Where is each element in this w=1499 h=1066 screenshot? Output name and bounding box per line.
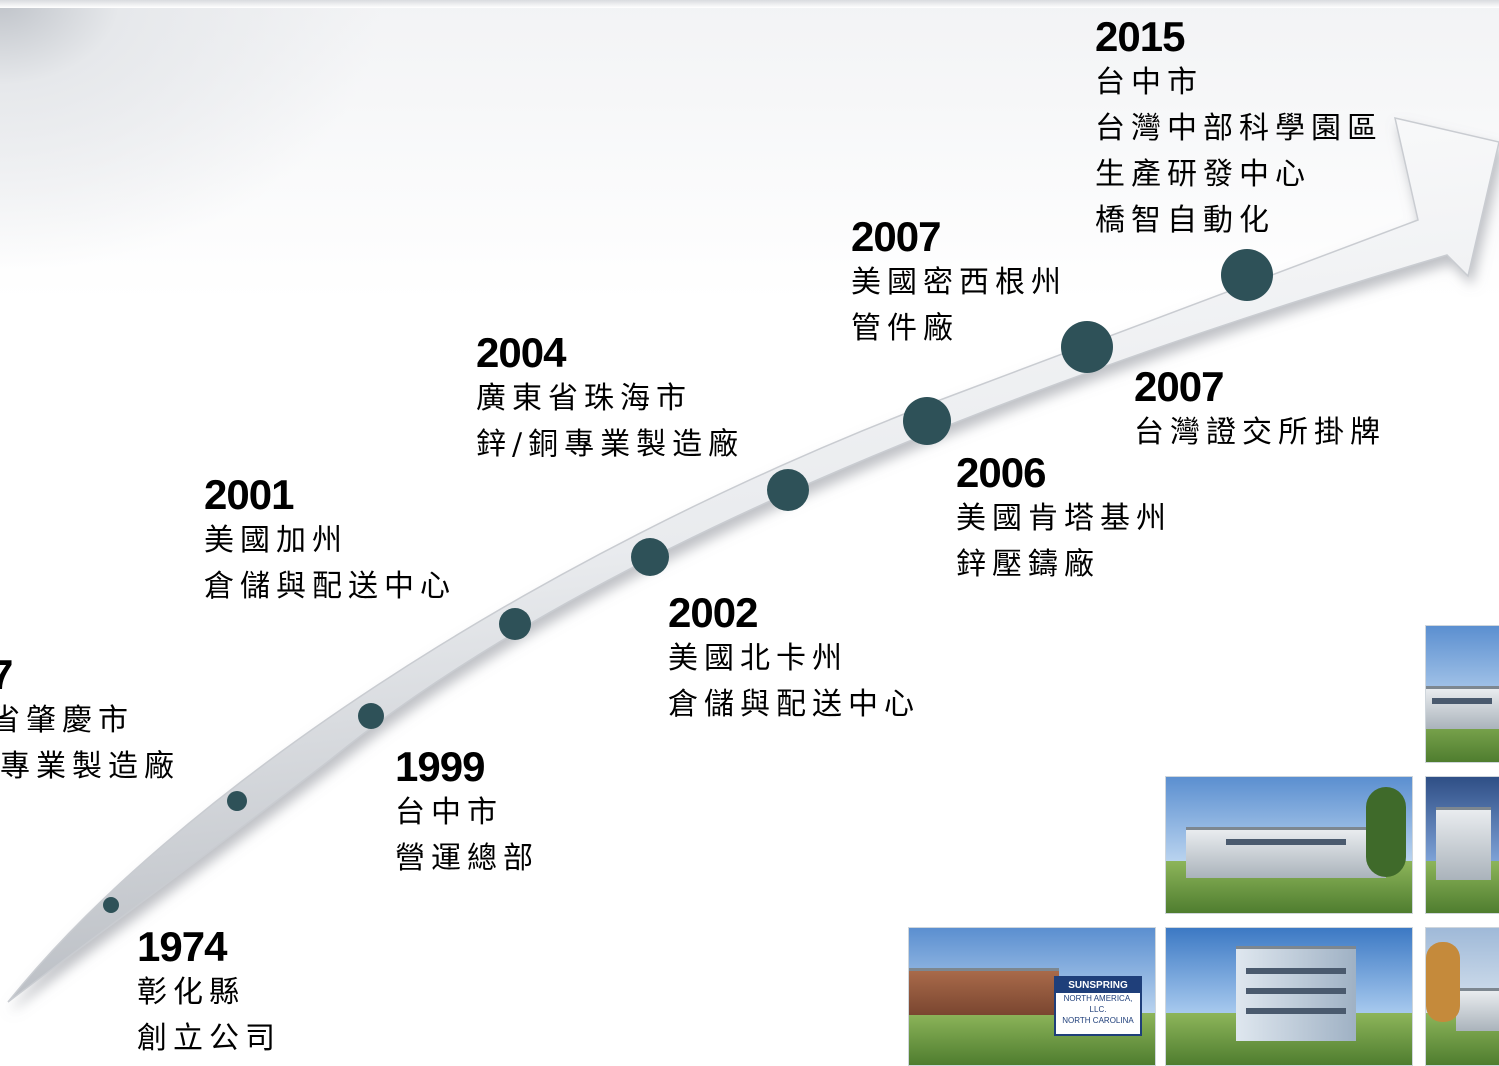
milestone-dot (103, 897, 119, 913)
event-year: 2004 (476, 329, 566, 376)
event-line: 省肇慶市 (0, 703, 134, 738)
milestone-dot (903, 397, 951, 445)
event-line: 鋅/銅專業製造廠 (476, 427, 745, 462)
sign-line-1: NORTH AMERICA, LLC. (1063, 994, 1133, 1014)
event-year: 2006 (956, 449, 1046, 496)
event-year: 2015 (1095, 13, 1185, 60)
photo-warehouse-kentucky (1166, 777, 1412, 913)
event-year: 2007 (851, 213, 941, 260)
event-1999: 1999 台中市 營運總部 (395, 744, 539, 882)
event-2001: 2001 美國加州 倉儲與配送中心 (204, 472, 456, 610)
photo-right-middle (1426, 777, 1499, 913)
photo-bottom-right (1426, 928, 1499, 1065)
sunspring-sign: SUNSPRING NORTH AMERICA, LLC. NORTH CARO… (1054, 976, 1142, 1036)
photo-sunspring-north-carolina: SUNSPRING NORTH AMERICA, LLC. NORTH CARO… (909, 928, 1155, 1065)
event-line: 美國密西根州 (851, 265, 1067, 300)
event-line: 台中市 (395, 795, 503, 830)
event-year: 1999 (395, 743, 485, 790)
event-year: 2001 (204, 471, 294, 518)
event-year: 2002 (668, 589, 758, 636)
event-year: 2007 (1134, 363, 1224, 410)
milestone-dot (1061, 321, 1113, 373)
event-line: 彰化縣 (137, 975, 245, 1010)
event-line: 台中市 (1095, 65, 1203, 100)
event-line: 橋智自動化 (1095, 203, 1275, 238)
event-line: 廣東省珠海市 (476, 381, 692, 416)
event-2004: 2004 廣東省珠海市 鋅/銅專業製造廠 (476, 330, 744, 468)
event-line: 管件廠 (851, 311, 959, 346)
milestone-dots (103, 249, 1273, 913)
event-1974: 1974 彰化縣 創立公司 (137, 924, 281, 1062)
milestone-dot (1221, 249, 1273, 301)
event-line: 鋅壓鑄廠 (956, 547, 1100, 582)
event-line: 營運總部 (395, 841, 539, 876)
milestone-dot (767, 469, 809, 511)
arrow-body (7, 117, 1499, 1003)
milestone-dot (499, 608, 531, 640)
event-line: 美國加州 (204, 523, 348, 558)
event-partial-left: 7 省肇慶市 同專業製造廠 (0, 652, 180, 790)
event-line: 倉儲與配送中心 (668, 687, 920, 722)
event-2015: 2015 台中市 台灣中部科學園區 生產研發中心 橋智自動化 (1095, 14, 1383, 244)
event-line: 台灣證交所掛牌 (1134, 415, 1386, 450)
event-line: 美國北卡州 (668, 641, 848, 676)
milestone-dot (358, 703, 384, 729)
photo-rd-center-taichung (1166, 928, 1412, 1065)
event-line: 創立公司 (137, 1021, 281, 1056)
event-2002: 2002 美國北卡州 倉儲與配送中心 (668, 590, 920, 728)
event-2007-listing: 2007 台灣證交所掛牌 (1134, 364, 1386, 456)
event-line: 美國肯塔基州 (956, 501, 1172, 536)
event-2006: 2006 美國肯塔基州 鋅壓鑄廠 (956, 450, 1172, 588)
milestone-dot (227, 791, 247, 811)
event-line: 生產研發中心 (1095, 157, 1311, 192)
event-line: 台灣中部科學園區 (1095, 111, 1383, 146)
event-year: 1974 (137, 923, 227, 970)
event-2007-michigan: 2007 美國密西根州 管件廠 (851, 214, 1067, 352)
event-line: 同專業製造廠 (0, 749, 180, 784)
sign-brand: SUNSPRING (1056, 978, 1140, 993)
sign-line-2: NORTH CAROLINA (1062, 1016, 1134, 1025)
milestone-dot (631, 538, 669, 576)
event-year: 7 (0, 651, 13, 698)
top-border (0, 0, 1499, 8)
photo-top-right (1426, 626, 1499, 762)
event-line: 倉儲與配送中心 (204, 569, 456, 604)
